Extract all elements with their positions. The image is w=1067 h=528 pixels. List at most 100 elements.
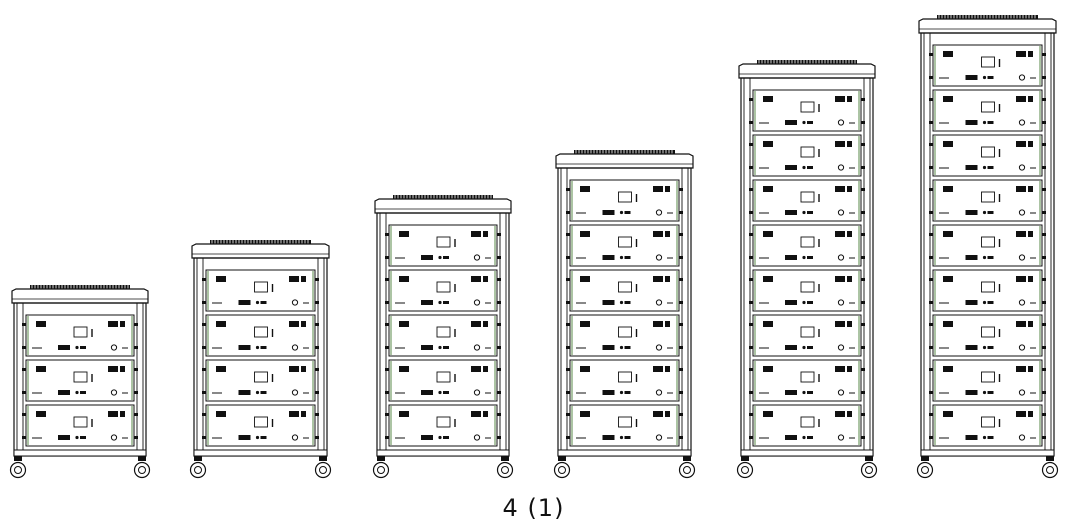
handle (679, 256, 683, 259)
handle (861, 121, 865, 124)
power-button (1018, 344, 1026, 351)
terminal-block (835, 141, 845, 147)
power-button (837, 209, 845, 216)
caster-hub (377, 466, 385, 474)
connector (965, 345, 978, 350)
display-window (981, 191, 995, 203)
display-window (981, 146, 995, 158)
handle (749, 121, 753, 124)
caster-mount (14, 456, 22, 461)
display-window (800, 191, 815, 203)
port (80, 346, 86, 349)
port-dot (982, 120, 987, 125)
battery-module (566, 224, 683, 267)
battery-module (385, 224, 501, 267)
terminal-block (399, 366, 409, 372)
handle (861, 346, 865, 349)
handle (679, 301, 683, 304)
terminal-block (216, 321, 226, 327)
terminal-block (580, 411, 590, 417)
battery-module (202, 314, 319, 357)
handle (929, 98, 933, 101)
terminal-block (399, 411, 409, 417)
connector (238, 300, 251, 305)
handle (134, 368, 138, 371)
terminal-block (1016, 96, 1026, 102)
power-button (110, 389, 118, 396)
terminal-block (653, 321, 663, 327)
handle (566, 278, 570, 281)
battery-module (749, 224, 865, 267)
caster-hub (865, 466, 873, 474)
terminal-block (847, 186, 852, 192)
port (987, 121, 994, 124)
terminal-block (847, 231, 852, 237)
terminal-block (483, 231, 488, 237)
terminal-block (1028, 231, 1033, 237)
terminal-block (847, 411, 852, 417)
caster-mount (921, 456, 929, 461)
handle (679, 233, 683, 236)
connector (602, 255, 615, 260)
battery-module (929, 44, 1046, 87)
port-dot (619, 300, 624, 305)
display-window (254, 371, 268, 383)
top-vent-grille (210, 240, 311, 246)
port (987, 76, 994, 79)
port (80, 436, 86, 439)
handle (315, 413, 319, 416)
power-button (837, 119, 845, 126)
handle (566, 346, 570, 349)
handle (1042, 346, 1046, 349)
handle (385, 436, 389, 439)
port (807, 166, 813, 169)
handle (385, 278, 389, 281)
connector (965, 390, 978, 395)
terminal-block (108, 411, 118, 417)
port-dot (438, 255, 442, 260)
caster-mount (1046, 456, 1054, 461)
display-window (618, 191, 632, 203)
handle (929, 121, 933, 124)
handle (566, 256, 570, 259)
port-dot (75, 435, 79, 440)
port (987, 166, 994, 169)
handle (1042, 211, 1046, 214)
port (807, 346, 813, 349)
handle (929, 346, 933, 349)
terminal-block (36, 411, 46, 417)
handle (749, 346, 753, 349)
display-window (800, 236, 815, 248)
battery-module (749, 314, 865, 357)
terminal-block (120, 366, 125, 372)
connector (602, 345, 615, 350)
top-cap (11, 288, 149, 304)
battery-module (929, 314, 1046, 357)
connector (785, 255, 797, 260)
handle (749, 368, 753, 371)
terminal-block (471, 366, 481, 372)
power-button (1018, 389, 1026, 396)
handle (497, 368, 501, 371)
connector (602, 435, 615, 440)
display-window (254, 281, 268, 293)
battery-module (749, 269, 865, 312)
handle (202, 368, 206, 371)
handle (1042, 323, 1046, 326)
rack-base (13, 449, 147, 457)
terminal-block (943, 276, 953, 282)
terminal-block (483, 366, 488, 372)
terminal-block (580, 321, 590, 327)
port (624, 256, 631, 259)
caster-mount (683, 456, 691, 461)
battery-module (202, 404, 319, 447)
handle (497, 391, 501, 394)
port-dot (75, 345, 79, 350)
port (987, 391, 994, 394)
port-dot (982, 255, 987, 260)
port-dot (438, 300, 442, 305)
power-button (473, 389, 481, 396)
port (987, 211, 994, 214)
caster-hub (1046, 466, 1054, 474)
connector (421, 300, 433, 305)
